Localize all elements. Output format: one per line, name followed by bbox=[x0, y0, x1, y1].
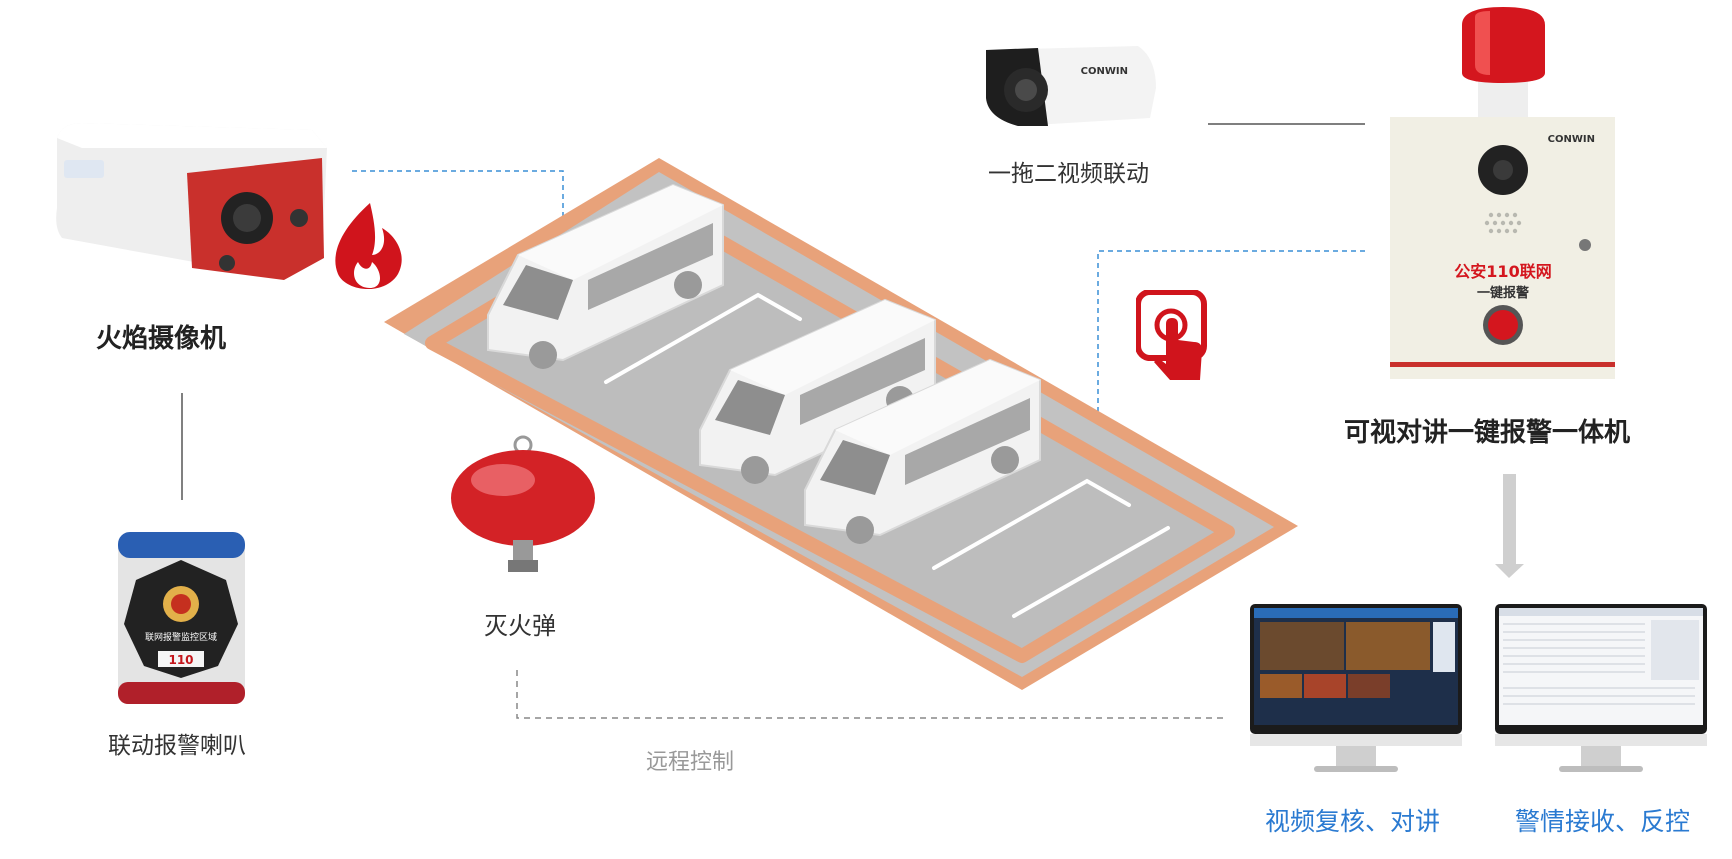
remote-control-label: 远程控制 bbox=[646, 750, 735, 775]
van-3 bbox=[804, 358, 1041, 544]
bullet-camera-label: 一拖二视频联动 bbox=[988, 161, 1149, 187]
alarm-box-label: 可视对讲一键报警一体机 bbox=[1344, 418, 1631, 448]
speaker-badge-line1: 联网报警监控区域 bbox=[145, 631, 217, 643]
monitor-alarm-receive bbox=[1495, 604, 1707, 772]
speaker-label: 联动报警喇叭 bbox=[108, 733, 246, 759]
flame-camera-label: 火焰摄像机 bbox=[96, 324, 227, 354]
camera-to-lot-link bbox=[352, 170, 564, 233]
extinguisher-label: 灭火弹 bbox=[484, 612, 556, 640]
remote-control-link bbox=[516, 670, 1225, 719]
van-2 bbox=[699, 298, 936, 484]
bullet-camera-image: CONWIN bbox=[986, 46, 1156, 126]
alarm-box-image: CONWIN 公安110联网 一键报警 bbox=[1390, 7, 1615, 379]
bullet-camera-brand: CONWIN bbox=[1081, 66, 1128, 77]
touch-press-icon bbox=[1136, 290, 1207, 380]
monitor-caption-alarm-receive: 警情接收、反控 bbox=[1515, 807, 1691, 836]
van-1 bbox=[487, 183, 724, 369]
monitor-caption-video-review: 视频复核、对讲 bbox=[1265, 807, 1441, 836]
down-arrow-head bbox=[1495, 564, 1524, 578]
alarm-box-brand: CONWIN bbox=[1548, 134, 1595, 145]
flame-icon bbox=[335, 203, 402, 290]
speaker-badge-line2: 110 bbox=[168, 653, 193, 667]
alarm-box-panel-title: 公安110联网 bbox=[1454, 262, 1551, 281]
monitor-video-review bbox=[1250, 604, 1462, 772]
speaker-image: 联网报警监控区域 110 bbox=[118, 532, 245, 704]
down-arrow-shaft bbox=[1503, 474, 1516, 566]
flame-camera-image bbox=[56, 123, 327, 280]
extinguisher-image bbox=[451, 435, 595, 572]
alarm-box-panel-subtitle: 一键报警 bbox=[1477, 285, 1529, 301]
